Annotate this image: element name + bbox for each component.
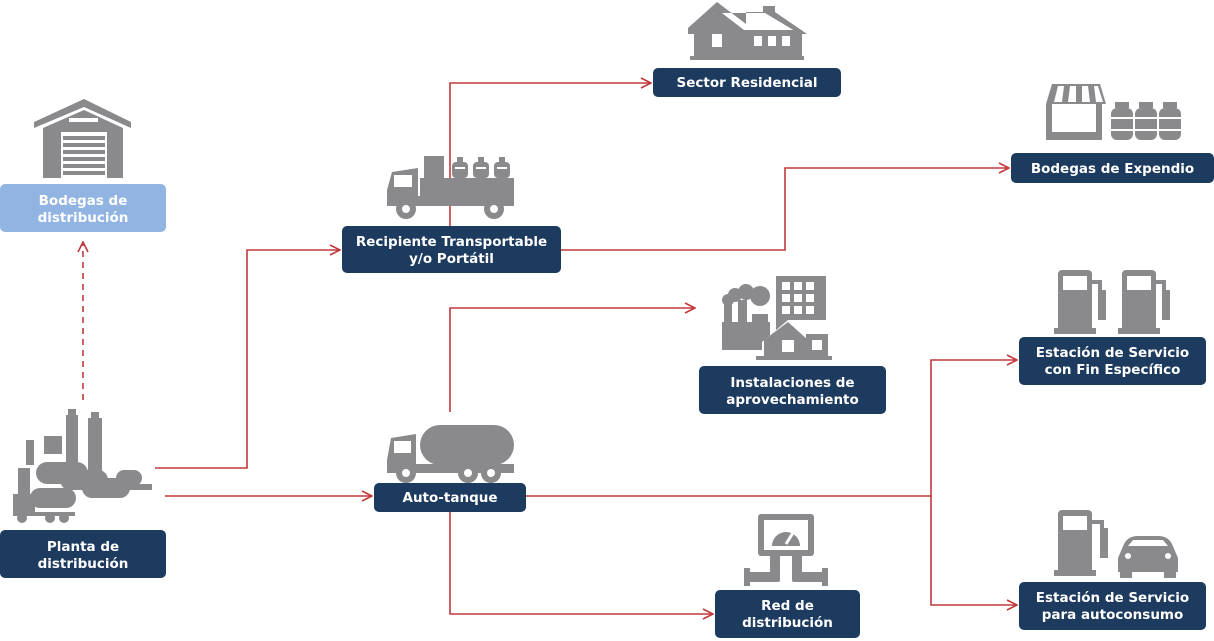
arrow-planta-to-recipiente <box>155 250 340 469</box>
node-label-line2: distribución <box>38 556 129 572</box>
node-label-line2: para autoconsumo <box>1042 607 1184 623</box>
fuel-pump-car-icon <box>1054 510 1178 578</box>
node-bodegas-distribucion: Bodegas de distribución <box>0 184 166 232</box>
industry-icon <box>722 276 832 360</box>
warehouse-icon <box>34 99 131 178</box>
node-label-line1: Auto-tanque <box>403 490 498 506</box>
plant-icon <box>13 409 152 523</box>
fuel-pumps-icon <box>1054 270 1170 334</box>
node-planta-distribucion: Planta de distribución <box>0 530 166 578</box>
node-estacion-autoconsumo: Estación de Servicio para autoconsumo <box>1019 582 1206 630</box>
arrow-autotanque-to-estacion-auto <box>930 496 1017 605</box>
node-label-line1: Bodegas de Expendio <box>1031 161 1194 177</box>
node-label-line1: Instalaciones de <box>730 375 854 391</box>
node-label-line1: Bodegas de <box>39 193 128 209</box>
node-label-line2: con Fin Específico <box>1045 362 1181 378</box>
node-red-distribucion: Red de distribución <box>715 590 860 638</box>
node-auto-tanque: Auto-tanque <box>374 483 526 512</box>
node-label-line2: aprovechamiento <box>726 392 859 408</box>
house-icon <box>688 2 807 60</box>
node-label-line1: Estación de Servicio <box>1036 345 1189 361</box>
node-bodegas-expendio: Bodegas de Expendio <box>1011 153 1214 183</box>
tanker-truck-icon <box>387 425 514 483</box>
arrow-autotanque-to-red <box>449 512 713 614</box>
pipe-meter-icon <box>744 514 828 586</box>
node-label-line2: y/o Portátil <box>409 251 494 267</box>
node-label-line1: Planta de <box>47 539 119 555</box>
arrow-recipiente-to-expendio <box>561 168 1009 251</box>
node-label-line1: Estación de Servicio <box>1036 590 1189 606</box>
cylinder-truck-icon <box>387 156 514 219</box>
connectors <box>83 83 1017 614</box>
node-label-line1: Recipiente Transportable <box>356 234 547 250</box>
arrow-autotanque-to-instalaciones <box>449 308 695 412</box>
node-instalaciones-aprovechamiento: Instalaciones de aprovechamiento <box>699 366 886 414</box>
node-label-line2: distribución <box>38 210 129 226</box>
arrow-autotanque-to-estacion-fin <box>526 360 1017 497</box>
node-sector-residencial: Sector Residencial <box>653 68 841 97</box>
shop-cylinders-icon <box>1046 84 1181 140</box>
node-estacion-fin-especifico: Estación de Servicio con Fin Específico <box>1019 337 1206 385</box>
node-label-line2: distribución <box>742 615 833 631</box>
node-recipiente-transportable: Recipiente Transportable y/o Portátil <box>342 226 561 273</box>
node-label-line1: Sector Residencial <box>677 75 818 91</box>
node-label-line1: Red de <box>761 598 814 614</box>
